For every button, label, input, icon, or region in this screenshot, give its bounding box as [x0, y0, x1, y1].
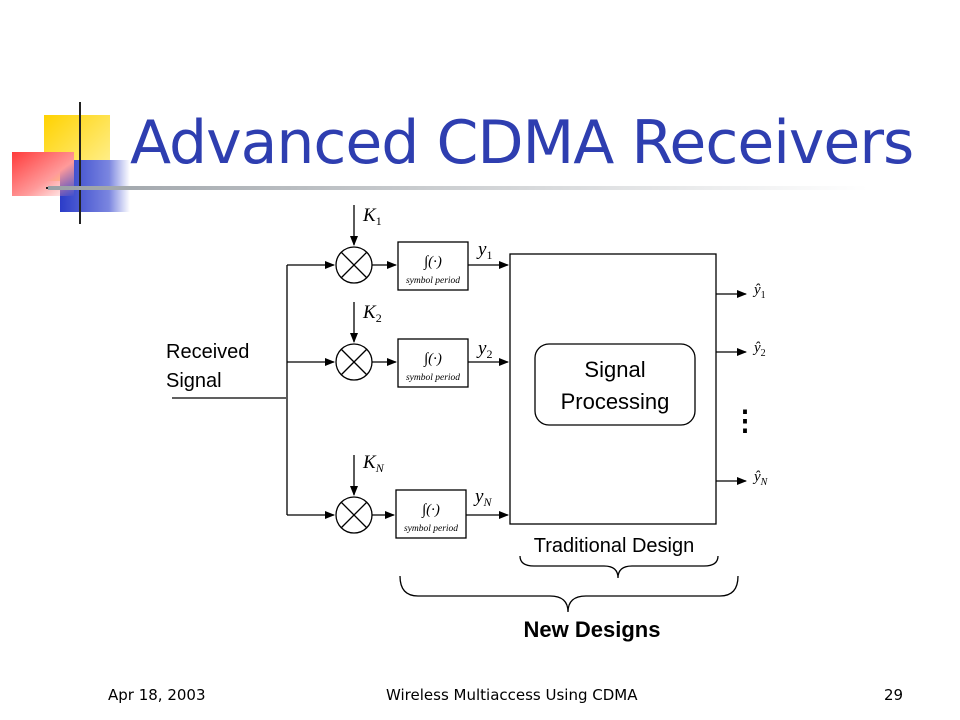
branch-n: KN ∫(·) symbol period yN [287, 452, 509, 539]
input-label-line1: Received [166, 341, 249, 363]
processor-label-line1: Signal [584, 357, 645, 382]
integrator-block-2: ∫(·) symbol period [397, 338, 469, 388]
integrator-caption: symbol period [406, 373, 460, 383]
footer-page-number: 29 [884, 686, 904, 704]
integrator-caption: symbol period [404, 524, 458, 534]
code-label-1: K1 [362, 205, 382, 228]
integrator-block-n: ∫(·) symbol period [395, 489, 467, 539]
logo-vertical-line [79, 102, 81, 224]
output-label-n: yN [473, 486, 492, 509]
code-label-n: KN [362, 452, 385, 475]
input-label-line2: Signal [166, 370, 222, 392]
footer-title: Wireless Multiaccess Using CDMA [386, 686, 638, 704]
output-label-1: y1 [476, 239, 492, 262]
slide-title: Advanced CDMA Receivers [130, 108, 914, 178]
integrator-symbol: ∫(·) [423, 351, 442, 367]
footer-date: Apr 18, 2003 [108, 686, 206, 704]
integrator-symbol: ∫(·) [421, 502, 440, 518]
integrator-caption: symbol period [406, 276, 460, 286]
processor-label-line2: Processing [561, 389, 670, 414]
signal-processing-box [534, 343, 696, 426]
title-underline [48, 186, 868, 190]
estimate-label-2: ŷ2 [752, 340, 766, 359]
code-label-2: K2 [362, 302, 382, 325]
brace-icon [399, 575, 739, 613]
ellipsis: ⋮ [731, 405, 759, 436]
brace-icon [519, 555, 719, 579]
traditional-design-label: Traditional Design [534, 535, 694, 557]
new-designs-label: New Designs [524, 617, 661, 642]
integrator-block-1: ∫(·) symbol period [397, 241, 469, 291]
multiplier-icon [335, 246, 373, 284]
integrator-symbol: ∫(·) [423, 254, 442, 270]
branch-1: K1 ∫(·) symbol period y1 [287, 205, 509, 291]
multiplier-icon [335, 496, 373, 534]
branch-2: K2 ∫(·) symbol period y2 [287, 302, 509, 388]
output-label-2: y2 [476, 338, 492, 361]
estimate-label-1: ŷ1 [752, 282, 766, 301]
estimate-label-n: ŷN [752, 469, 769, 488]
multiplier-icon [335, 343, 373, 381]
